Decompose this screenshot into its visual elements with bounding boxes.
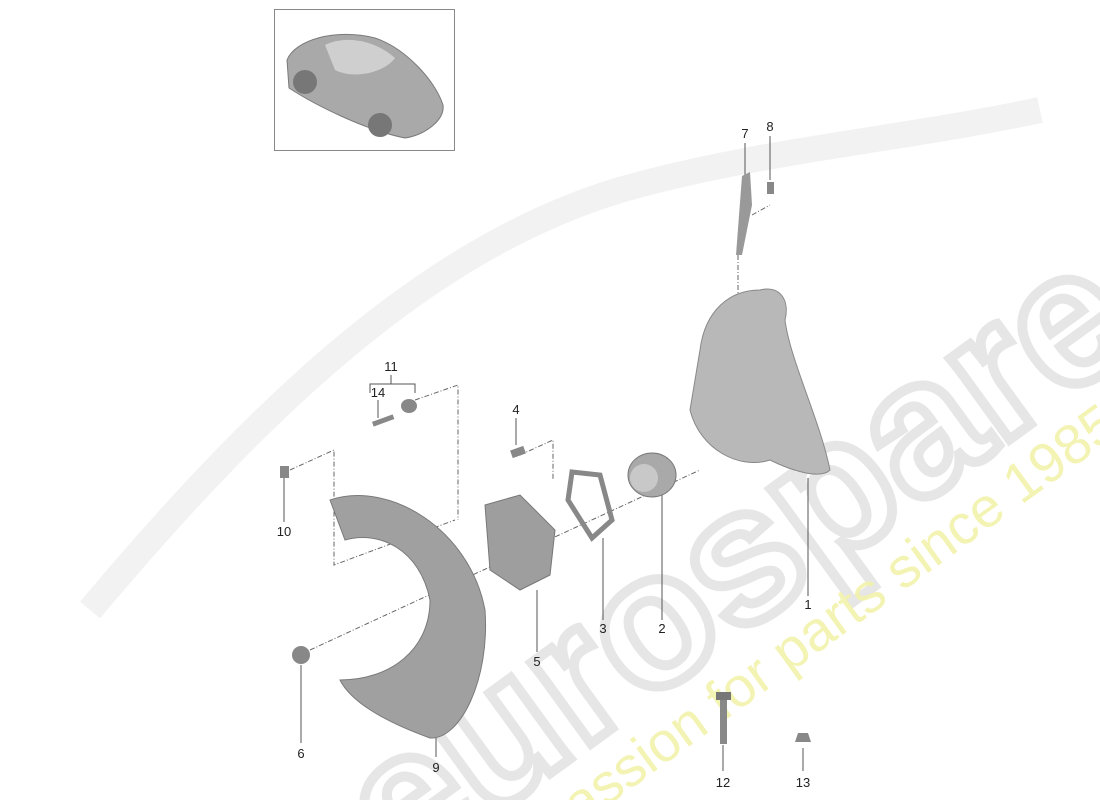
part-bushing-11 xyxy=(401,399,417,413)
callout-2[interactable]: 2 xyxy=(658,621,666,636)
part-nut-6 xyxy=(292,646,310,664)
part-gasket-plate xyxy=(565,469,615,542)
callout-14[interactable]: 14 xyxy=(370,385,386,400)
part-bolt-14 xyxy=(371,414,395,427)
part-bolt-8 xyxy=(767,182,774,194)
callout-3[interactable]: 3 xyxy=(599,621,607,636)
part-abs-sensor-7 xyxy=(736,172,752,255)
callout-9[interactable]: 9 xyxy=(432,760,440,775)
callout-10[interactable]: 10 xyxy=(276,524,292,539)
callout-1[interactable]: 1 xyxy=(804,597,812,612)
callout-8[interactable]: 8 xyxy=(766,119,774,134)
part-wheel-hub xyxy=(484,494,556,591)
part-wheel-carrier xyxy=(689,288,831,475)
part-bolt-10 xyxy=(280,466,289,478)
part-nut-13 xyxy=(795,733,811,742)
car-overview-icon xyxy=(286,33,444,139)
callout-6[interactable]: 6 xyxy=(297,746,305,761)
part-brake-dust-shield xyxy=(329,495,487,739)
part-bolt-4 xyxy=(510,445,526,459)
callout-7[interactable]: 7 xyxy=(741,126,749,141)
vehicle-thumbnail xyxy=(274,9,455,151)
callout-4[interactable]: 4 xyxy=(512,402,520,417)
callout-13[interactable]: 13 xyxy=(795,775,811,790)
callout-5[interactable]: 5 xyxy=(533,654,541,669)
part-bolt-12 xyxy=(720,692,727,744)
callout-11[interactable]: 11 xyxy=(384,359,398,374)
callout-12[interactable]: 12 xyxy=(715,775,731,790)
